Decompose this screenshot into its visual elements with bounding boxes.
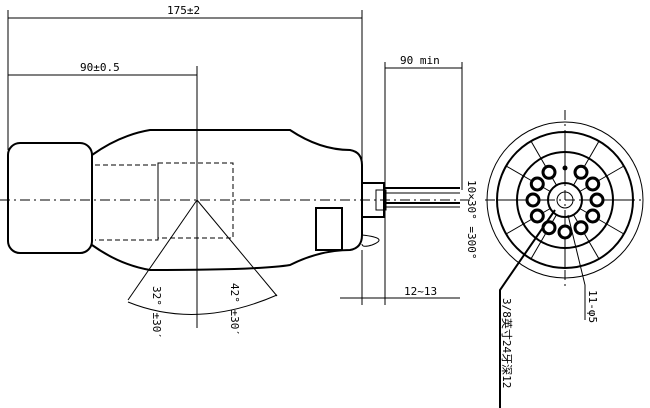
flange-offset-label: 12~13: [404, 285, 437, 298]
pin-hole: [541, 164, 557, 180]
pin-hole: [573, 220, 589, 236]
pin-hole: [585, 208, 601, 224]
pins: [385, 187, 460, 208]
overall-length-label: 175±2: [167, 4, 200, 17]
base-end-view: [485, 110, 645, 408]
pin-hole: [529, 208, 545, 224]
pin-hole: [585, 176, 601, 192]
pin-hole: [529, 176, 545, 192]
thread-label: 3/8英寸24牙深12: [500, 298, 514, 388]
pin-spacing-label: 10×30° =300°: [465, 180, 478, 259]
angle-right-label: 42° ±30′: [228, 283, 241, 336]
key-mark: [562, 165, 568, 171]
angle-left-label: 32° ±30′: [150, 286, 163, 339]
pin-holes: [497, 132, 633, 268]
pin-holes-label: 11-φ5: [586, 290, 599, 323]
lead-length-label: 90 min: [400, 54, 440, 67]
pin-hole: [557, 224, 573, 240]
body-length-label: 90±0.5: [80, 61, 120, 74]
pin-hole: [589, 192, 605, 208]
angle-marks: [127, 199, 278, 328]
tube-body: [7, 129, 387, 272]
dimension-lines: [7, 10, 463, 305]
pin-hole: [573, 164, 589, 180]
pin-hole: [525, 192, 541, 208]
